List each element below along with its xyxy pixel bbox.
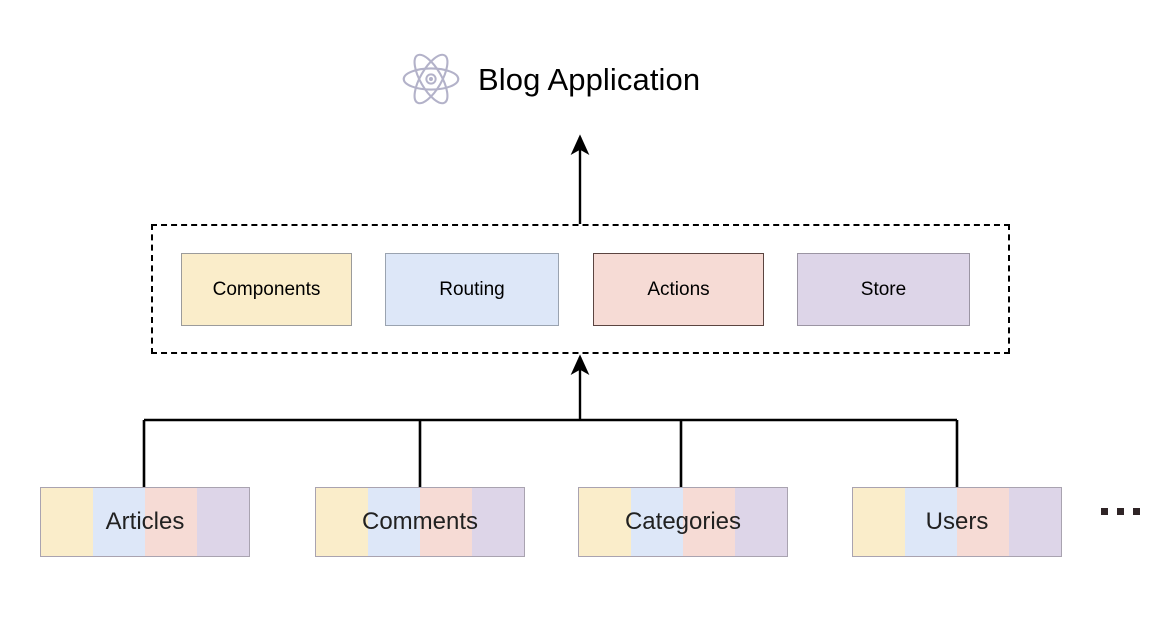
layer-label-actions: Actions: [647, 278, 710, 300]
module-box-users[interactable]: Users: [852, 487, 1062, 557]
module-stripes: [316, 488, 524, 556]
module-label-users: Users: [925, 508, 989, 535]
ellipsis-dot: [1101, 508, 1108, 515]
module-stripes: [853, 488, 1061, 556]
module-stripes: [41, 488, 249, 556]
module-box-categories[interactable]: Categories: [578, 487, 788, 557]
layer-box-store[interactable]: Store: [797, 253, 970, 326]
more-modules-ellipsis: [1101, 508, 1140, 515]
ellipsis-dot: [1133, 508, 1140, 515]
module-box-articles[interactable]: Articles: [40, 487, 250, 557]
layer-label-routing: Routing: [439, 278, 505, 300]
module-label-articles: Articles: [105, 508, 185, 535]
layer-box-components[interactable]: Components: [181, 253, 352, 326]
page-title: Blog Application: [478, 61, 701, 97]
layer-box-routing[interactable]: Routing: [385, 253, 559, 326]
root-node: Blog Application: [400, 48, 700, 110]
react-atom-icon: [402, 53, 460, 105]
layer-group-container: [151, 224, 1010, 354]
layer-label-store: Store: [860, 278, 907, 300]
module-box-comments[interactable]: Comments: [315, 487, 525, 557]
ellipsis-dot: [1117, 508, 1124, 515]
layer-box-actions[interactable]: Actions: [593, 253, 764, 326]
module-stripes: [579, 488, 787, 556]
module-label-comments: Comments: [361, 508, 479, 535]
module-label-categories: Categories: [624, 508, 742, 535]
layer-label-components: Components: [212, 278, 321, 300]
